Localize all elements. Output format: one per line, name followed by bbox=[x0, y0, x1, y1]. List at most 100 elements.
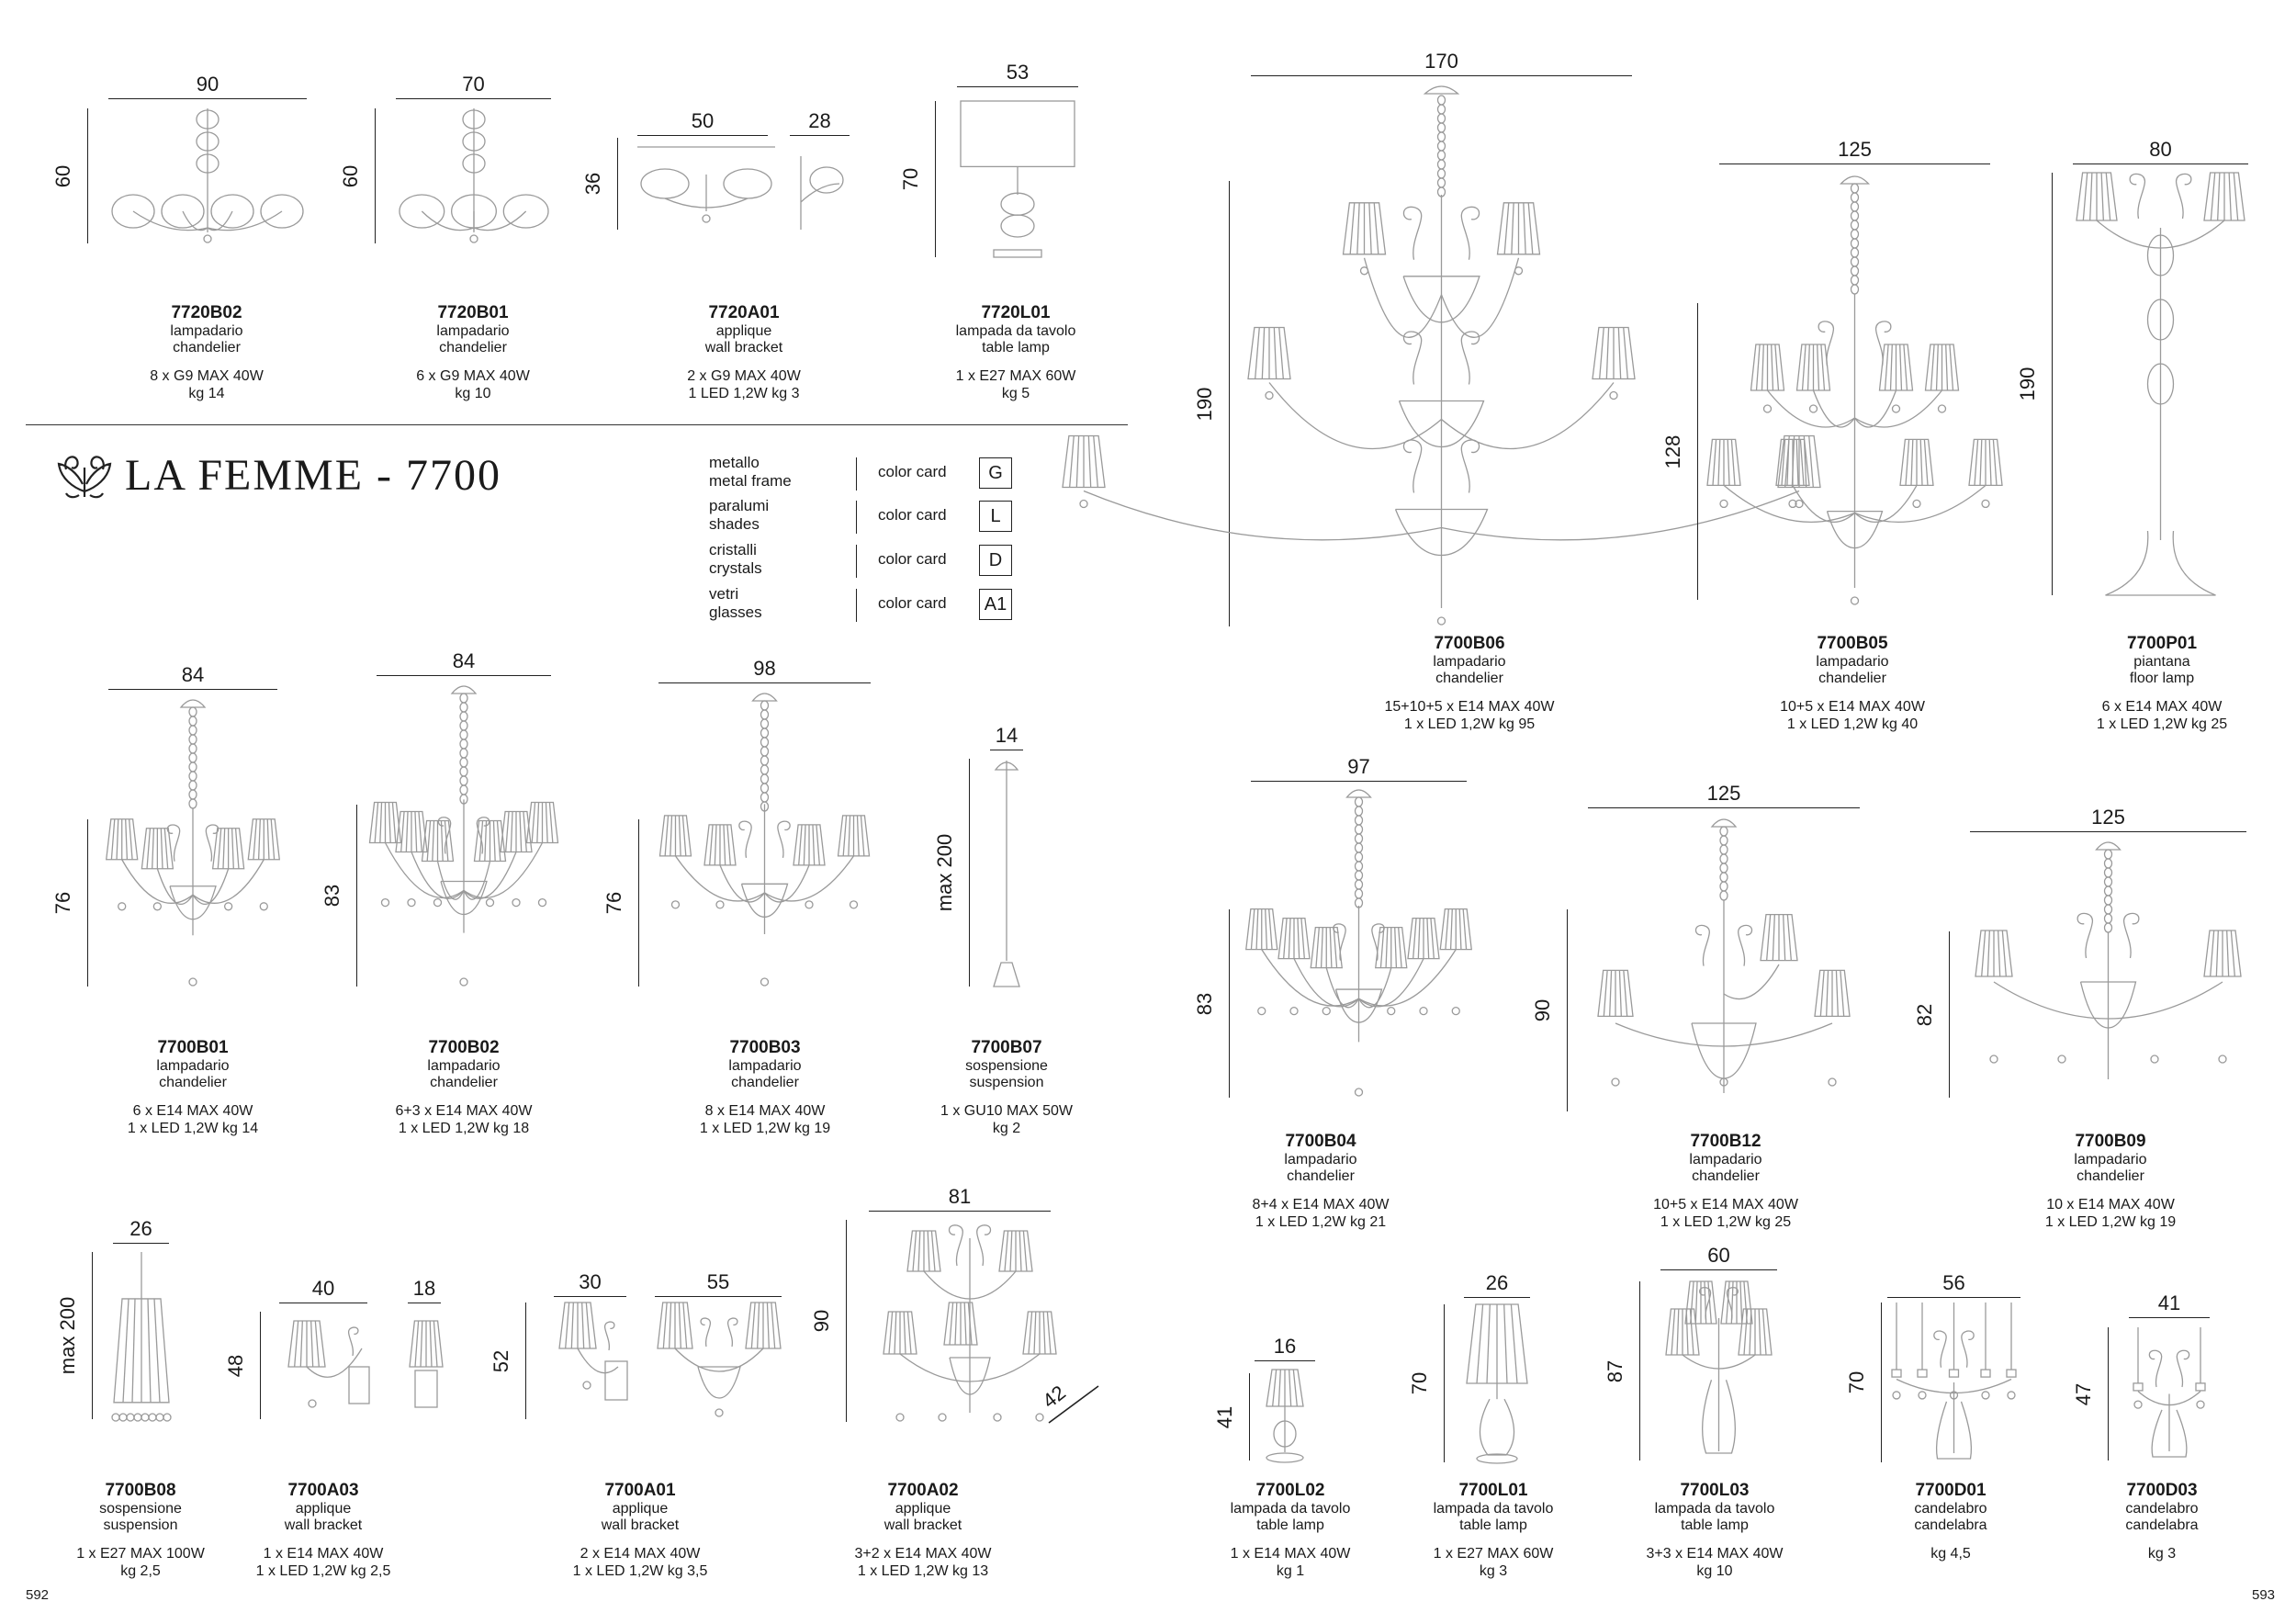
pleat-line bbox=[757, 1302, 760, 1349]
pleat-line bbox=[1786, 439, 1790, 486]
crystal-drop bbox=[380, 897, 390, 908]
pleat-line bbox=[1426, 918, 1430, 959]
height-dimension: max 200 bbox=[56, 1296, 79, 1375]
product-name-en: chandelier bbox=[1435, 671, 1503, 686]
glass-scroll bbox=[2148, 1349, 2163, 1388]
lamp-body bbox=[1479, 1398, 1515, 1456]
pleat-line bbox=[917, 1230, 921, 1272]
product-drawing bbox=[1062, 85, 1821, 626]
chain-link bbox=[2103, 876, 2113, 887]
glass-shade bbox=[502, 194, 549, 229]
color-card-code: A1 bbox=[979, 589, 1012, 620]
pleat-line bbox=[548, 802, 554, 843]
pleat-line bbox=[1771, 344, 1774, 391]
height-dimension: 83 bbox=[321, 884, 343, 908]
pleat-line bbox=[1297, 918, 1300, 959]
product-name-it: applique bbox=[895, 1501, 951, 1517]
candelabra-base bbox=[2151, 1409, 2188, 1458]
pleat-line bbox=[2105, 172, 2111, 221]
glass-bowl bbox=[697, 1366, 741, 1399]
product-drawing bbox=[368, 685, 559, 987]
pleat-line bbox=[545, 802, 548, 843]
pleat-line bbox=[391, 802, 397, 843]
chain-link bbox=[188, 789, 197, 800]
spec-line: 1 x LED 1,2W kg 18 bbox=[398, 1121, 530, 1136]
pleat-line bbox=[1289, 1369, 1292, 1407]
pleat-line bbox=[1292, 1369, 1298, 1407]
crystal-drop bbox=[133, 1413, 142, 1422]
pleat-line bbox=[798, 824, 803, 865]
chain-link bbox=[2103, 904, 2113, 915]
glass-ball bbox=[1273, 1420, 1297, 1448]
pleat-line bbox=[1808, 435, 1814, 488]
glass-scroll bbox=[948, 1224, 963, 1267]
pleat-line bbox=[519, 811, 523, 852]
crystal-drop bbox=[2133, 1400, 2143, 1409]
lampshade-outline bbox=[1266, 1369, 1304, 1407]
pleat-line bbox=[912, 1230, 917, 1272]
arm-curve bbox=[1792, 485, 1855, 523]
butterfly-logo-icon bbox=[57, 455, 112, 498]
spec-line: 1 x LED 1,2W kg 2,5 bbox=[255, 1563, 391, 1579]
arm-curve bbox=[1854, 484, 1986, 523]
pleat-line bbox=[131, 1298, 136, 1403]
product-code: 7720B02 bbox=[171, 303, 242, 322]
chain-link bbox=[1850, 201, 1860, 212]
pleat-line bbox=[812, 824, 816, 865]
pleat-line bbox=[1511, 202, 1514, 254]
pleat-line bbox=[1333, 927, 1338, 968]
depth-dimension-line bbox=[655, 1296, 782, 1297]
spec-line: kg 14 bbox=[188, 386, 225, 401]
pleat-line bbox=[1458, 908, 1462, 950]
chain-link bbox=[1436, 168, 1446, 179]
glass-scroll bbox=[700, 1317, 711, 1348]
crystal-drop bbox=[582, 1381, 591, 1390]
pleat-line bbox=[222, 828, 226, 869]
height-dimension: 83 bbox=[1193, 992, 1216, 1015]
product-code: 7700B05 bbox=[1817, 634, 1888, 653]
width-dimension-line bbox=[1464, 1297, 1530, 1298]
spec-line: kg 10 bbox=[1696, 1563, 1733, 1579]
pleat-line bbox=[1277, 1369, 1281, 1407]
pleat-line bbox=[405, 811, 409, 852]
pleat-line bbox=[2210, 172, 2216, 221]
pleat-line bbox=[2215, 930, 2219, 977]
pleat-line bbox=[1761, 344, 1764, 391]
product-code: 7700A01 bbox=[604, 1481, 676, 1500]
pleat-line bbox=[1417, 918, 1421, 959]
product-name-it: sospensione bbox=[99, 1501, 182, 1517]
pleat-line bbox=[1795, 439, 1799, 486]
height-dimension: 190 bbox=[1193, 387, 1216, 421]
ceiling-canopy bbox=[179, 699, 207, 708]
crystal-drop bbox=[2196, 1400, 2205, 1409]
chain-link bbox=[459, 748, 468, 759]
ceiling-canopy bbox=[1710, 818, 1738, 828]
glass-scroll bbox=[348, 1326, 359, 1357]
glass-scroll bbox=[1460, 439, 1480, 493]
product-code: 7700L03 bbox=[1680, 1481, 1750, 1500]
height-dimension: 87 bbox=[1604, 1359, 1626, 1382]
pleat-line bbox=[766, 1302, 770, 1349]
pleat-line bbox=[1783, 914, 1786, 961]
pleat-line bbox=[1250, 908, 1255, 950]
product-drawing bbox=[1706, 175, 2003, 605]
glass-scroll bbox=[727, 1317, 738, 1348]
chain-link bbox=[2103, 867, 2113, 878]
pleat-line bbox=[1935, 344, 1939, 391]
depth-dimension: 55 bbox=[706, 1270, 730, 1293]
width-dimension-line bbox=[113, 1243, 169, 1244]
width-dimension: 84 bbox=[181, 663, 205, 686]
pleat-line bbox=[1503, 202, 1510, 254]
pleat-line bbox=[906, 1311, 912, 1355]
crystal-drop bbox=[1079, 499, 1088, 509]
product-drawing bbox=[658, 693, 871, 987]
pleat-line bbox=[1992, 439, 1998, 486]
